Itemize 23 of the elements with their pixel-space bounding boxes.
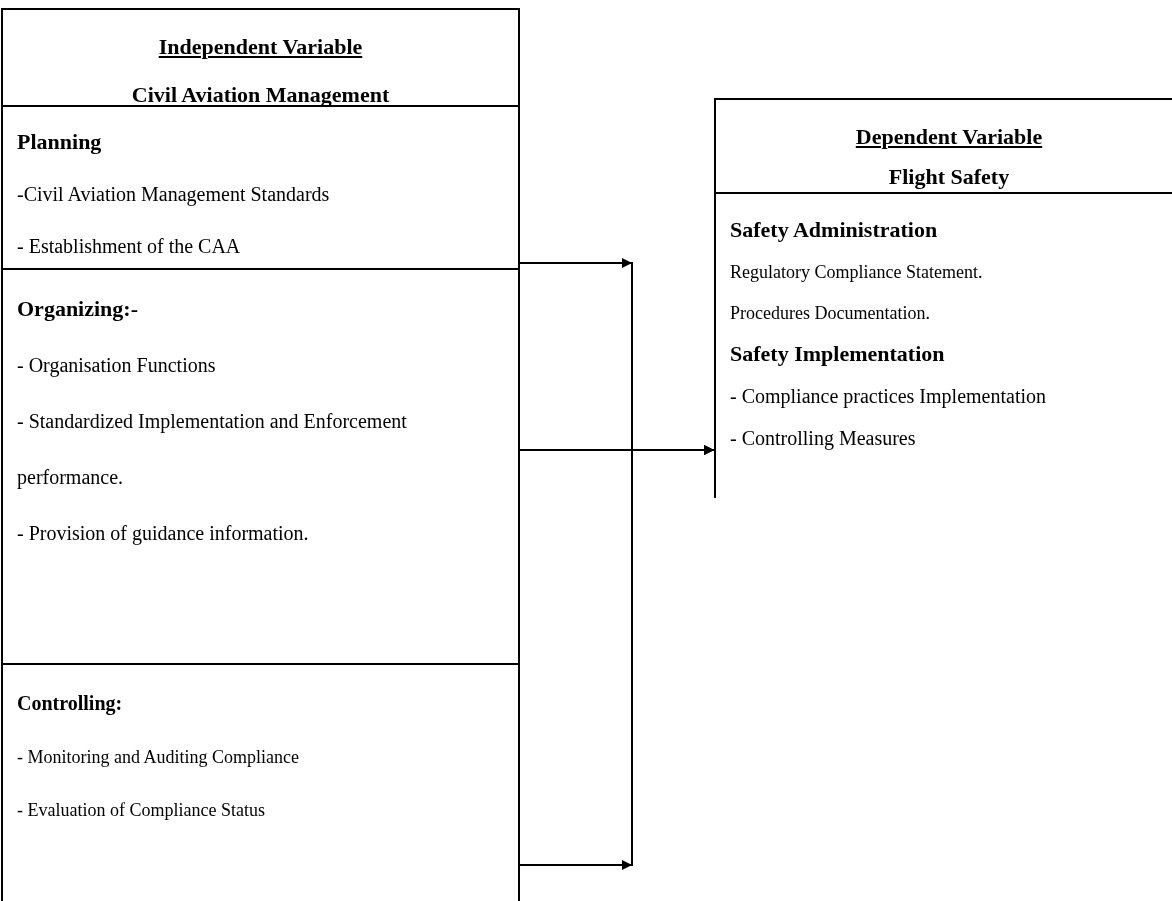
list-item: Procedures Documentation. bbox=[730, 303, 930, 323]
list-item: - Provision of guidance information. bbox=[17, 522, 309, 544]
section-heading: Safety Administration bbox=[730, 217, 938, 242]
list-item: Regulatory Compliance Statement. bbox=[730, 262, 983, 282]
heading-text: Dependent Variable bbox=[855, 124, 1043, 149]
list-item: - Organisation Functions bbox=[17, 354, 216, 376]
list-item: - Establishment of the CAA bbox=[17, 235, 241, 257]
list-item: - Controlling Measures bbox=[730, 427, 916, 449]
heading-text: Flight Safety bbox=[888, 164, 1010, 189]
heading-text: Independent Variable bbox=[158, 34, 363, 59]
section-panel bbox=[716, 192, 1172, 498]
variable-box bbox=[714, 98, 1172, 498]
variable-box bbox=[1, 8, 520, 901]
heading-text: Civil Aviation Management bbox=[131, 82, 390, 107]
list-item: - Compliance practices Implementation bbox=[730, 385, 1046, 407]
list-item: - Monitoring and Auditing Compliance bbox=[17, 747, 299, 767]
list-item: -Civil Aviation Management Standards bbox=[17, 183, 330, 205]
section-heading: Organizing:- bbox=[17, 296, 138, 321]
list-item: - Standardized Implementation and Enforcement performance. bbox=[17, 410, 407, 488]
section-heading: Controlling: bbox=[17, 692, 123, 714]
list-item: - Evaluation of Compliance Status bbox=[17, 800, 265, 820]
section-heading: Safety Implementation bbox=[730, 341, 945, 366]
section-heading: Planning bbox=[17, 129, 102, 154]
